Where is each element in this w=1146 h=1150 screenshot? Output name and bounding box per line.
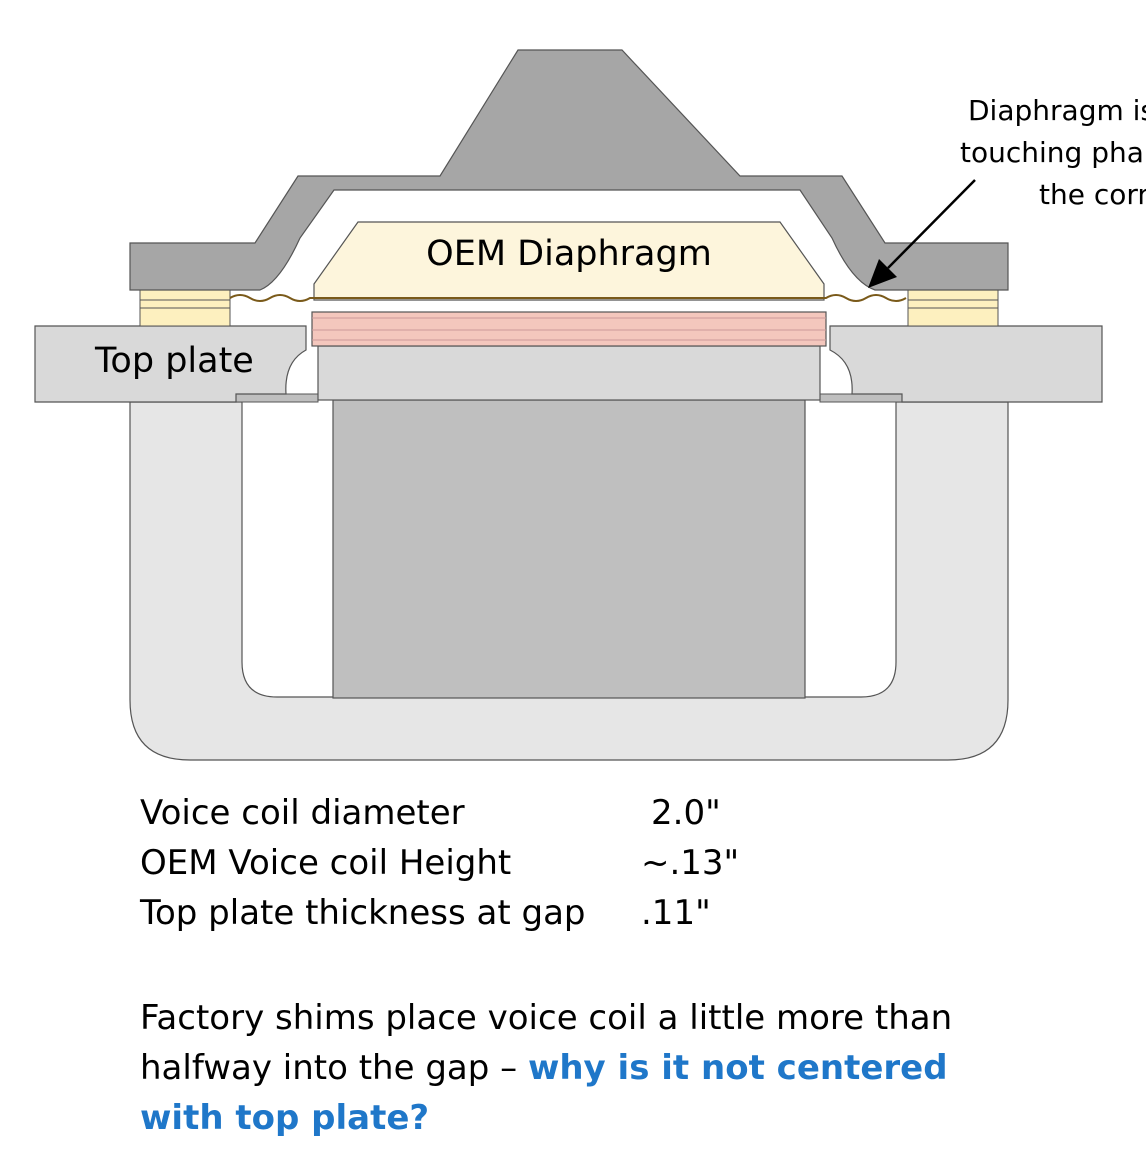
oem-diaphragm-label: OEM Diaphragm (426, 234, 712, 274)
spec-label-voice-coil-diameter: Voice coil diameter (140, 793, 465, 833)
spec-value-voice-coil-diameter: 2.0" (651, 793, 721, 833)
back-plate-yoke (129, 401, 1009, 761)
callout-line-1: Diaphragm is (968, 94, 1146, 127)
voice-coil (311, 311, 827, 347)
left-flange (235, 393, 319, 403)
top-plate-right (829, 325, 1103, 403)
top-plate-label: Top plate (94, 341, 254, 381)
top-plate-left (34, 325, 307, 403)
spec-value-voice-coil-height: ~.13" (641, 843, 740, 883)
oem-diaphragm (313, 221, 825, 301)
phase-plug (129, 49, 1009, 291)
right-flange (819, 393, 903, 403)
callout-line-2: touching pha (960, 136, 1144, 169)
speaker-cross-section-diagram: OEM Diaphragm Top plate Diaphragm is tou… (34, 49, 1146, 761)
callout-arrow (868, 179, 976, 288)
callout-line-3: the corn (1039, 178, 1146, 211)
spec-label-top-plate-thickness: Top plate thickness at gap (140, 893, 586, 933)
shim-note-question: why is it not centered with top plate? (140, 1048, 948, 1138)
pole-top-platform (317, 345, 821, 401)
shim-note-text: Factory shims place voice coil a little … (140, 998, 953, 1088)
diaphragm-suspension (229, 294, 907, 302)
pole-piece (332, 399, 806, 699)
left-shims (139, 289, 231, 327)
spec-value-top-plate-thickness: .11" (641, 893, 711, 933)
shim-note: Factory shims place voice coil a little … (140, 993, 1040, 1143)
right-shims (907, 289, 999, 327)
spec-label-voice-coil-height: OEM Voice coil Height (140, 843, 512, 883)
